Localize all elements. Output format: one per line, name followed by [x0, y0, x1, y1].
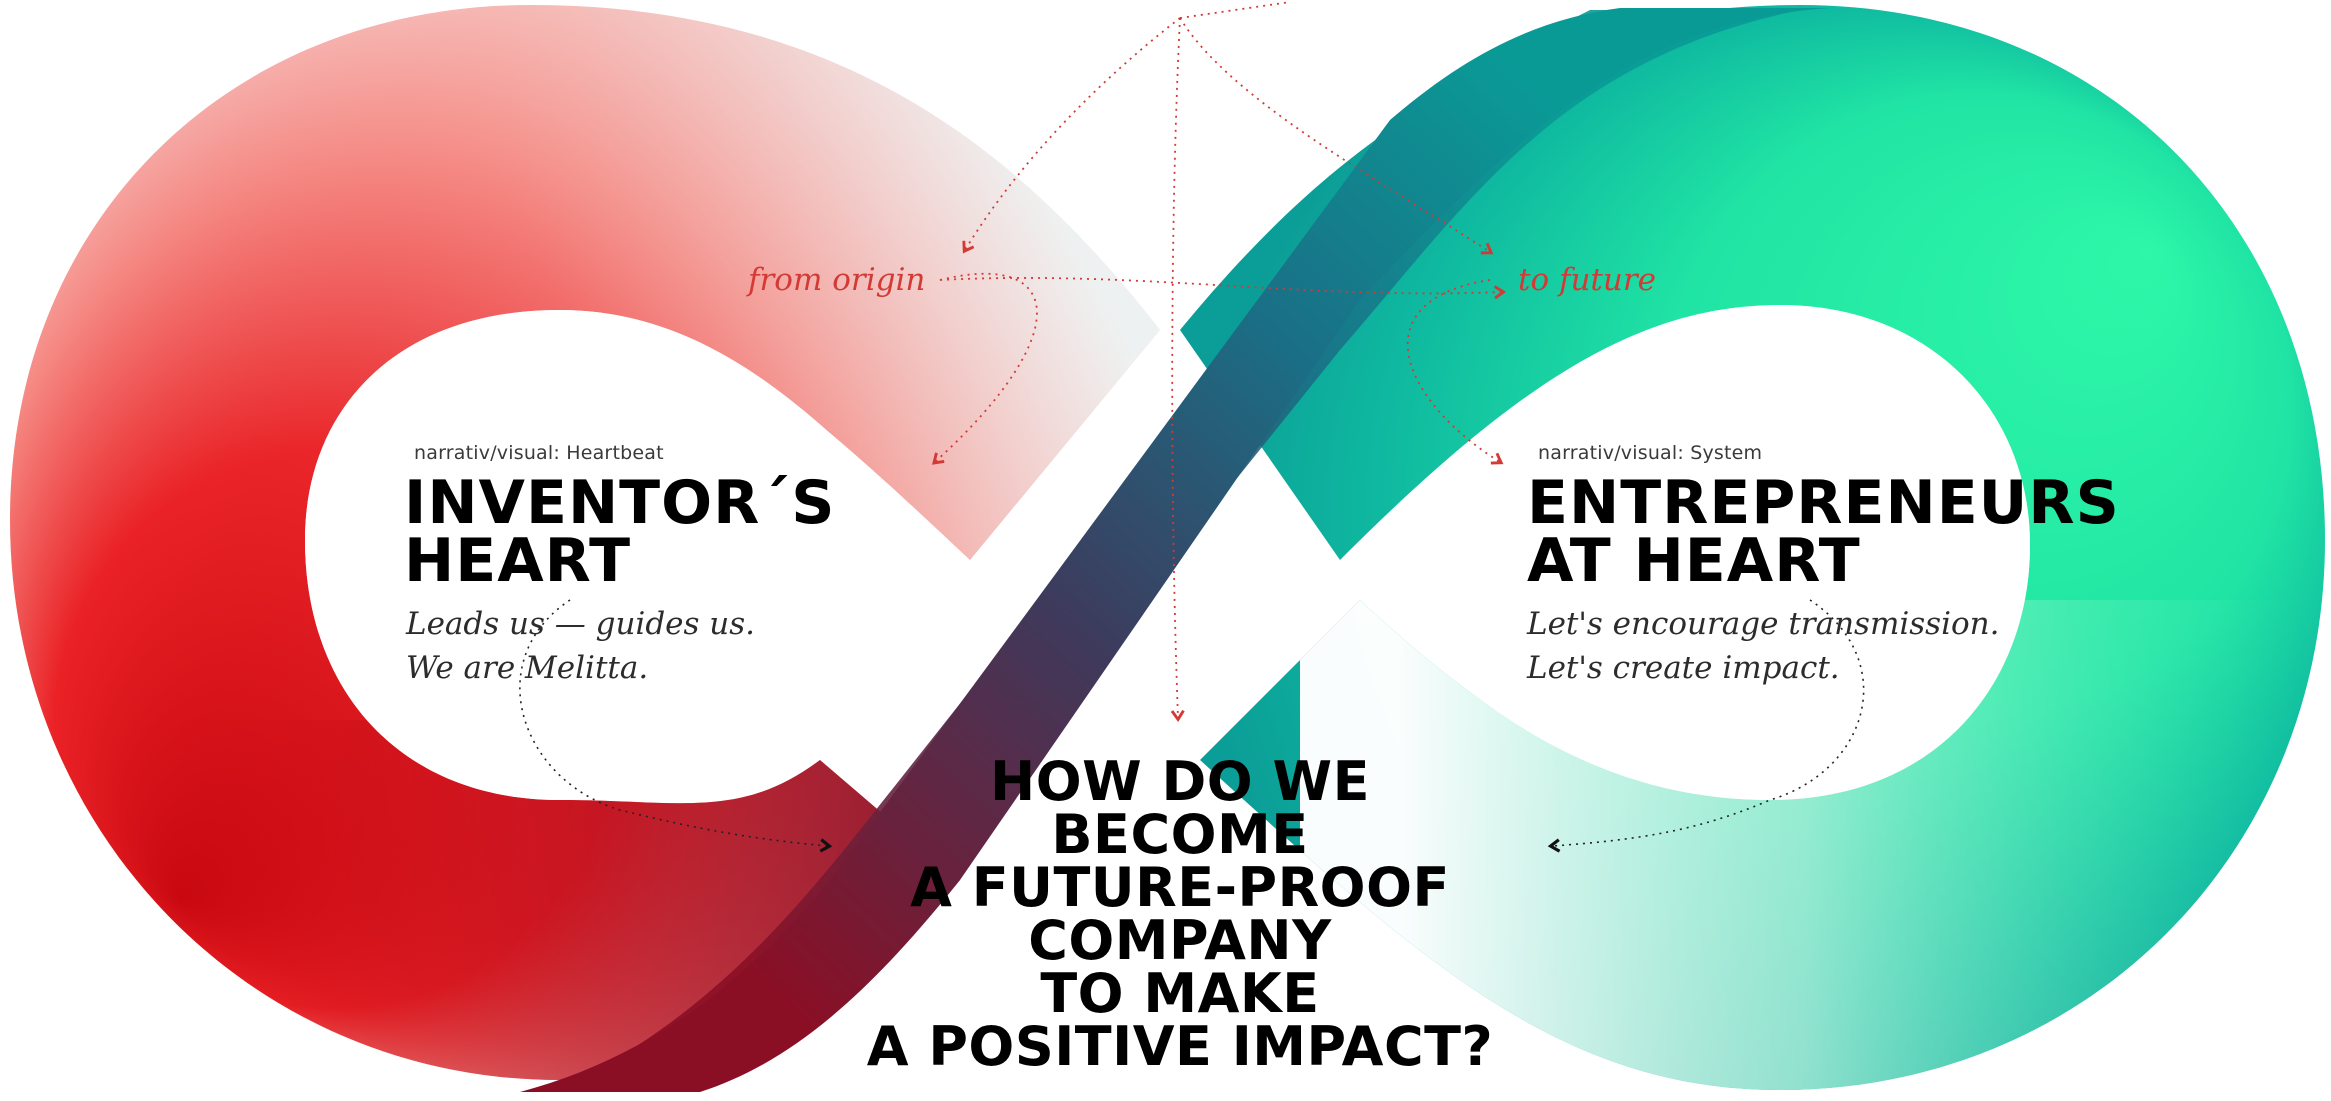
question-line: BECOME — [1051, 803, 1309, 866]
right-loop-caption: narrativ/visual: System — [1538, 442, 1763, 464]
infinity-right-fade — [1300, 600, 2322, 1090]
right-loop-title: ENTREPRENEURS AT HEART — [1527, 468, 2120, 596]
from-origin-label: from origin — [748, 262, 926, 298]
question-line: A POSITIVE IMPACT? — [866, 1015, 1494, 1078]
right-loop-sub-line1: Let's encourage transmission. — [1527, 606, 2000, 642]
right-inner-hole — [1420, 305, 2030, 800]
question-line: TO MAKE — [1040, 962, 1320, 1025]
central-question: HOW DO WE BECOME A FUTURE-PROOF COMPANY … — [765, 750, 1595, 1078]
question-line: COMPANY — [1028, 909, 1332, 972]
left-loop-title: INVENTOR´S HEART — [404, 468, 836, 596]
left-loop-title-line1: INVENTOR´S — [404, 468, 836, 538]
right-loop-sub-line2: Let's create impact. — [1527, 650, 1840, 686]
question-line: HOW DO WE — [990, 750, 1370, 813]
to-future-label: to future — [1518, 262, 1657, 298]
question-connectors — [519, 599, 1865, 853]
right-loop-subtitle: Let's encourage transmission. Let's crea… — [1527, 602, 1999, 690]
left-loop-title-line2: HEART — [404, 526, 632, 596]
left-inner-hole — [305, 310, 900, 800]
left-loop-sub-line2: We are Melitta. — [406, 650, 649, 686]
left-loop-sub-line1: Leads us — guides us. — [406, 606, 756, 642]
right-loop-title-line1: ENTREPRENEURS — [1527, 468, 2120, 538]
right-loop-title-line2: AT HEART — [1527, 526, 1861, 596]
infinity-crossing-core — [560, 10, 1800, 1090]
question-line: A FUTURE-PROOF — [910, 856, 1450, 919]
origin-future-connectors — [932, 1, 1507, 723]
left-loop-subtitle: Leads us — guides us. We are Melitta. — [406, 602, 755, 690]
left-loop-caption: narrativ/visual: Heartbeat — [414, 442, 664, 464]
